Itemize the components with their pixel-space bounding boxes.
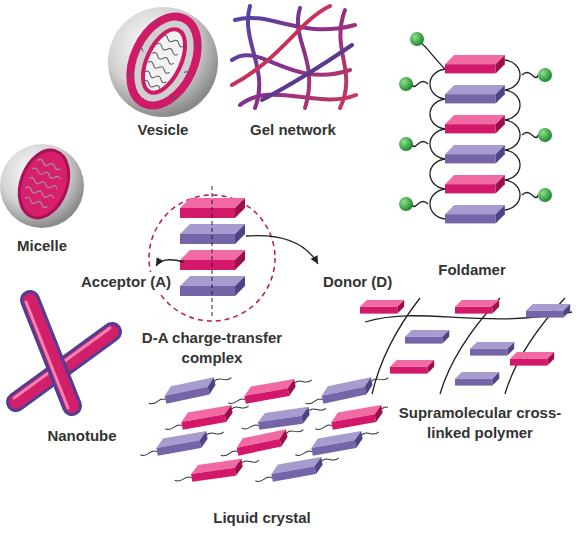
foldamer-figure [399, 32, 552, 223]
nanotube-figure [14, 300, 112, 408]
vesicle-figure [108, 6, 218, 117]
caption-label: Micelle [16, 236, 68, 256]
cross-linked-polymer-figure [360, 298, 572, 394]
caption-label: Vesicle [137, 120, 190, 140]
gel-network-figure [232, 6, 356, 108]
caption-label: Supramolecular cross-linked polymer [388, 403, 572, 442]
caption-label: Foldamer [437, 260, 507, 280]
caption-label: Liquid crystal [212, 508, 312, 528]
caption-label: Donor (D) [322, 272, 393, 292]
caption-label: Acceptor (A) [80, 272, 172, 292]
caption-label: Gel network [249, 120, 337, 140]
micelle-figure [0, 143, 84, 228]
caption-label: Nanotube [46, 426, 117, 446]
charge-transfer-figure [149, 186, 318, 321]
liquid-crystal-figure [138, 374, 400, 485]
caption-label: D-A charge-transfer complex [126, 328, 298, 367]
